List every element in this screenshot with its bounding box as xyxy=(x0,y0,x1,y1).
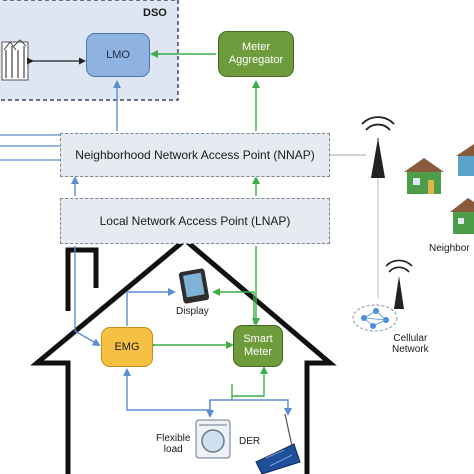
link-lnap-emg-end xyxy=(74,330,101,347)
lmo-node[interactable]: LMO xyxy=(86,33,150,77)
cellular-network-label: Cellular Network xyxy=(392,333,429,355)
display-label: Display xyxy=(176,306,209,317)
neighborhood-label: Neighbor xyxy=(429,243,470,254)
link-emg-display xyxy=(126,288,176,326)
link-emg-loads xyxy=(209,399,292,416)
lnap-label: Local Network Access Point (LNAP) xyxy=(99,214,291,228)
solar-panel-icon xyxy=(255,413,301,474)
link-loads-emg xyxy=(123,368,210,411)
flexible-load-label: Flexible load xyxy=(156,433,191,455)
link-der-smartmeter xyxy=(232,366,268,397)
link-smartmeter-display xyxy=(212,288,255,324)
washing-machine-icon xyxy=(195,419,231,459)
lnap-bar[interactable]: Local Network Access Point (LNAP) xyxy=(60,198,330,244)
nnap-label: Neighborhood Network Access Point (NNAP) xyxy=(75,148,315,162)
smart-meter-label: Smart Meter xyxy=(243,333,273,358)
cellular-tower-icon xyxy=(385,259,413,309)
meter-aggregator-node[interactable]: Meter Aggregator xyxy=(218,31,294,77)
emg-label: EMG xyxy=(114,340,140,353)
substation-icon xyxy=(1,39,29,81)
cell-tower-icon xyxy=(361,116,395,178)
nnap-bar[interactable]: Neighborhood Network Access Point (NNAP) xyxy=(60,133,330,177)
house-icon xyxy=(404,144,474,234)
lmo-label: LMO xyxy=(106,48,130,61)
chimney xyxy=(65,247,99,311)
network-cloud-icon xyxy=(352,304,398,332)
emg-node[interactable]: EMG xyxy=(101,327,153,367)
der-label: DER xyxy=(239,436,261,447)
smart-meter-node[interactable]: Smart Meter xyxy=(233,325,283,367)
dso-title: DSO xyxy=(143,7,167,19)
tablet-icon xyxy=(178,268,210,304)
meter-aggregator-label: Meter Aggregator xyxy=(228,41,284,66)
